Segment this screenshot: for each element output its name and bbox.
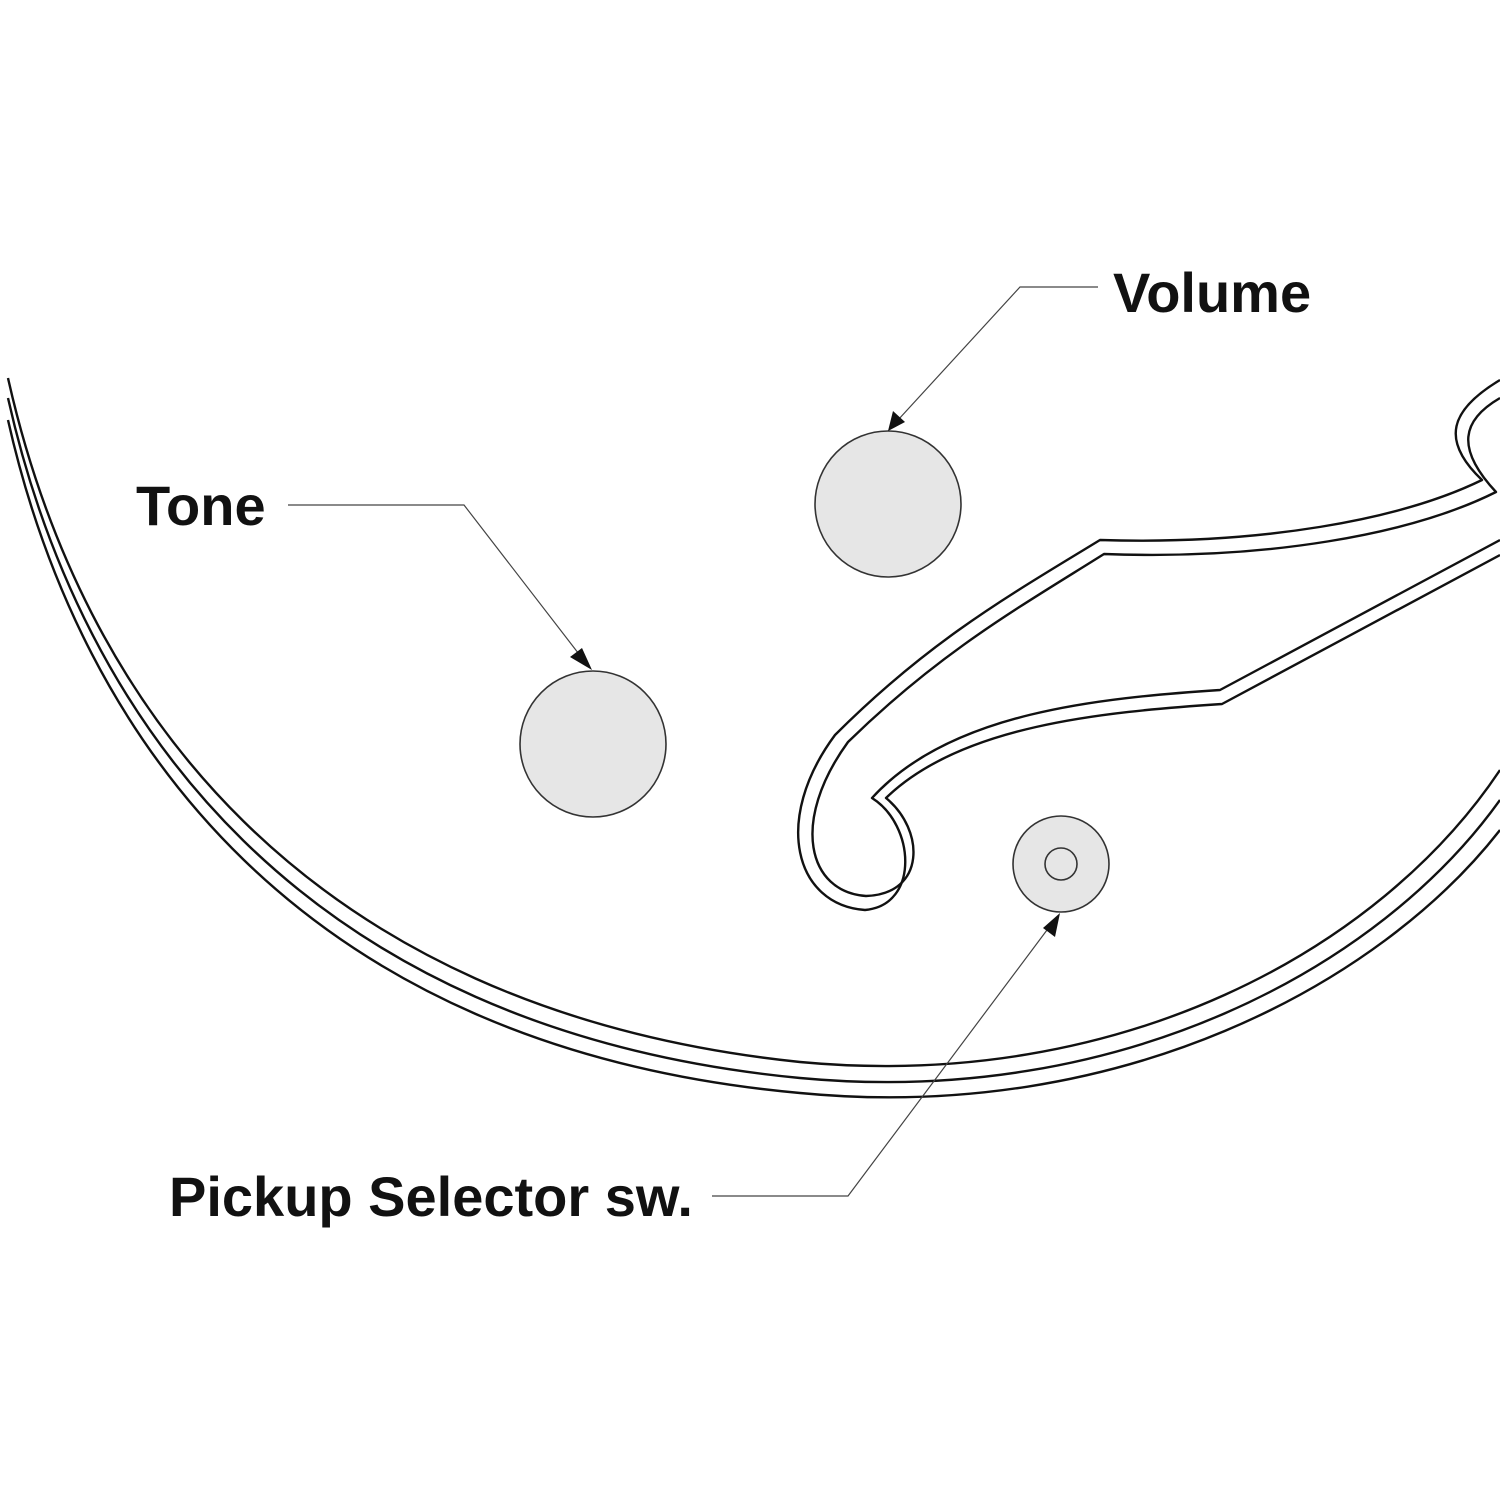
volume-callout: Volume (888, 261, 1311, 431)
pickup-selector-tip[interactable] (1044, 847, 1078, 881)
pickup-selector-arrowhead (1043, 913, 1060, 937)
tone-leader-line (288, 504, 583, 659)
f-hole (796, 378, 1500, 912)
body-binding-inner (6, 419, 1500, 1099)
guitar-body-outline (6, 377, 1500, 1099)
volume-arrowhead (888, 411, 905, 431)
body-binding-middle (6, 397, 1500, 1084)
pickup-selector-switch[interactable] (1012, 815, 1110, 913)
volume-label: Volume (1113, 261, 1311, 324)
pickup-selector-callout: Pickup Selector sw. (169, 913, 1060, 1228)
volume-leader-line (897, 286, 1098, 421)
f-hole-outline-inner (811, 396, 1500, 898)
tone-label: Tone (136, 474, 266, 537)
pickup-selector-leader-line (712, 925, 1051, 1197)
tone-knob[interactable] (519, 670, 667, 818)
body-binding-outer (6, 377, 1500, 1068)
pickup-selector-label: Pickup Selector sw. (169, 1165, 693, 1228)
volume-knob[interactable] (814, 430, 962, 578)
tone-callout: Tone (136, 474, 592, 670)
f-hole-outline-outer (796, 378, 1500, 912)
tone-arrowhead (570, 648, 592, 670)
